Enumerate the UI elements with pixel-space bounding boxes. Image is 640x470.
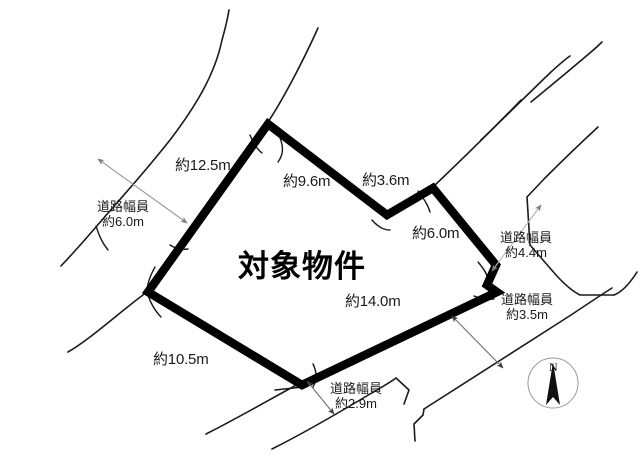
leader-road-width-south [306,380,335,415]
road-line-south-hook [395,377,410,405]
road-line-east-tail [613,271,638,296]
road-width-east-4-4: 道路幅員 約4.4m [500,230,552,261]
angle-arc-road-nw [95,225,109,251]
road-width-northwest: 道路幅員 約6.0m [97,199,149,230]
road-width-south-heading: 道路幅員 [330,381,383,396]
road-line-east-boundary [526,126,599,246]
road-width-south-value: 約2.9m [335,396,377,412]
road-line-southeast-kink [413,408,425,442]
road-line-northwest [60,9,230,267]
compass-circle [527,357,579,409]
road-width-east-4-4-heading: 道路幅員 [500,230,553,245]
dimension-east-upper-edge: 約6.0m [412,225,460,242]
road-line-southeast [423,287,613,410]
leader-road-width-east-4-4 [491,204,542,272]
road-width-east-3-5: 道路幅員 約3.5m [501,292,553,323]
dimension-notch-upper-edge: 約3.6m [362,172,410,189]
road-width-east-3-5-heading: 道路幅員 [501,292,554,307]
leader-road-width-northwest [97,158,188,224]
subject-property-label: 対象物件 [238,249,366,284]
dimension-north-west-edge: 約12.5m [175,157,231,174]
road-line-west-arm [67,291,148,353]
road-width-south: 道路幅員 約2.9m [330,381,382,412]
dimension-north-east-edge: 約9.6m [283,173,331,190]
road-line-south-lower [271,377,397,450]
road-width-northwest-heading: 道路幅員 [97,199,150,214]
road-line-north-arm [267,27,319,123]
angle-arc-notch-bottom [371,219,391,231]
dimension-south-west-edge: 約10.5m [153,351,209,368]
subject-property-boundary [141,117,506,390]
road-width-leader-lines [97,158,542,415]
angle-arc-north-peak-right [277,137,284,163]
compass-north-letter: N [549,360,558,374]
compass-rose [527,357,579,409]
road-width-east-4-4-value: 約4.4m [505,245,547,261]
leader-road-width-east-3-5 [451,315,504,369]
road-line-east-parcel [530,41,603,103]
road-line-upper-right [480,55,571,141]
road-width-east-3-5-value: 約3.5m [506,307,548,323]
road-width-northwest-value: 約6.0m [102,214,144,230]
compass-needle-north [546,362,560,405]
dimension-south-east-edge: 約14.0m [345,293,401,310]
